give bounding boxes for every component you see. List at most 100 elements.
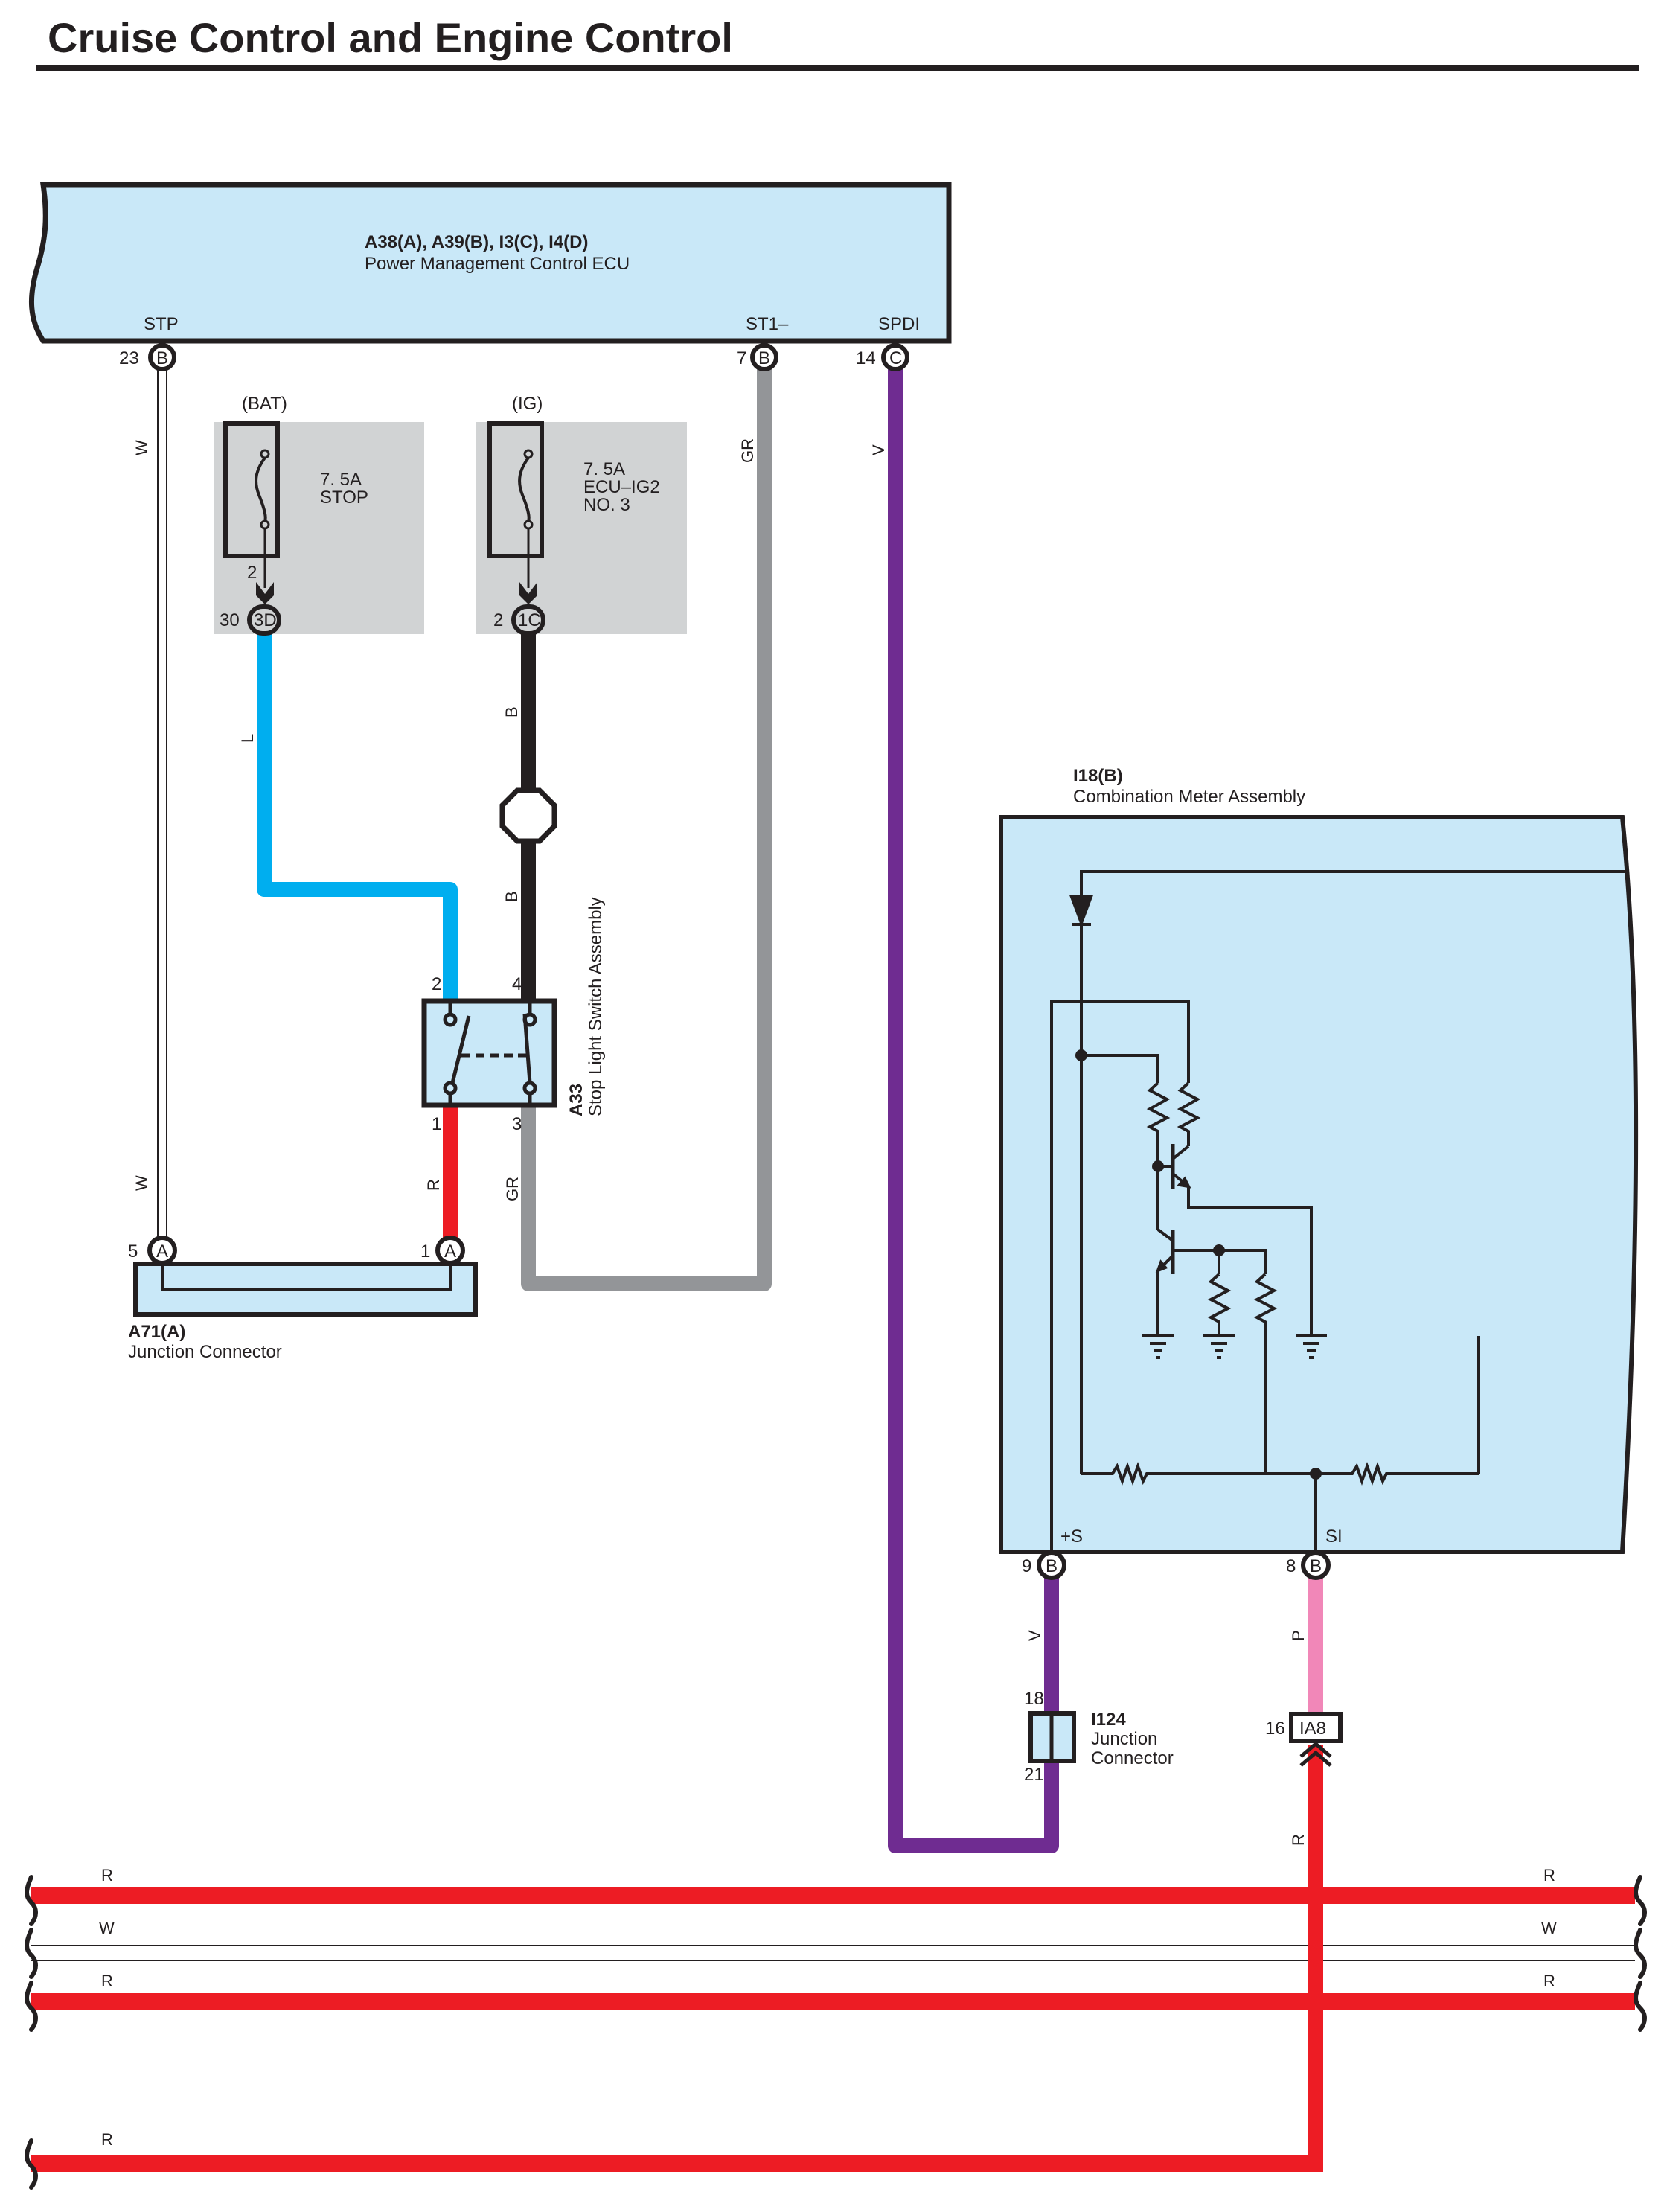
bus-wire-r-1 <box>31 1887 1635 1904</box>
connector-letter: B <box>1046 1556 1058 1576</box>
chevron-icon <box>1299 1741 1332 1758</box>
meter-code: I18(B) <box>1073 766 1123 786</box>
ecu-terminal-spdi: SPDI <box>878 314 920 334</box>
ecu-box <box>29 182 952 344</box>
fuse-out-pin: 2 <box>247 563 257 583</box>
junction-pin-5 <box>147 1236 177 1265</box>
ecu-pin-st1[interactable]: B 7 <box>737 343 778 371</box>
inline-connector-box <box>1289 1712 1343 1743</box>
junction-bus <box>161 1258 452 1291</box>
junction-name-2: Connector <box>1091 1748 1174 1768</box>
splice-octagon <box>499 787 557 844</box>
junction-name-1: Junction <box>1091 1729 1157 1749</box>
bus-label-left-4: R <box>101 2130 113 2149</box>
junction-i124[interactable]: 18 21 I124 Junction Connector <box>1024 1689 1174 1785</box>
wire-label-gr-top: GR <box>738 438 757 463</box>
fuse-name: STOP <box>320 488 368 508</box>
fuse-icon <box>255 449 274 604</box>
wire-w-stp[interactable] <box>157 365 167 1239</box>
meter-terminal-si: SI <box>1325 1527 1343 1547</box>
ecu-terminal-stp: STP <box>144 314 179 334</box>
bus-wire-r-2 <box>31 1993 1635 2010</box>
switch-contacts-icon <box>443 1001 537 1105</box>
wire-v-spdi[interactable] <box>888 365 1059 1853</box>
bus-label-left-1: R <box>101 1866 113 1885</box>
wire-label-r: R <box>424 1179 443 1191</box>
wire-label-b-top: B <box>502 706 521 717</box>
title-rule <box>36 65 1639 71</box>
fuse-ecu-ig2[interactable]: (IG) 7. 5A ECU–IG2 NO. 3 1C 2 <box>476 394 687 636</box>
power-management-ecu[interactable]: A38(A), A39(B), I3(C), I4(D) Power Manag… <box>29 182 952 344</box>
wire-l[interactable] <box>257 633 458 999</box>
switch-pin-1: 1 <box>432 1114 441 1134</box>
chevron-icon <box>1299 1750 1332 1767</box>
fuse-block-bg <box>214 422 424 634</box>
fuse-icon <box>518 449 537 604</box>
junction-code: I124 <box>1091 1710 1126 1730</box>
fuse-rating: 7. 5A <box>583 459 625 479</box>
pin-number: 1 <box>420 1241 430 1262</box>
junction-pin-top: 18 <box>1024 1689 1044 1709</box>
ecu-name: Power Management Control ECU <box>365 254 630 274</box>
wire-label-gr-bottom: GR <box>503 1177 522 1201</box>
junction-code: A71(A) <box>128 1322 185 1342</box>
meter-box <box>999 815 1639 1554</box>
jb-connector-3d <box>247 604 281 636</box>
bus-label-left-2: W <box>99 1919 115 1937</box>
break-marks <box>25 1875 1647 2190</box>
bus-label-right-2: W <box>1541 1919 1557 1937</box>
jb-connector-3d-label: 3D <box>254 610 277 630</box>
jb-connector-1c-label: 1C <box>518 610 541 630</box>
switch-code: A33 <box>566 1084 586 1116</box>
bus-wires[interactable] <box>31 1887 1635 2172</box>
pin-number: 5 <box>128 1241 138 1262</box>
ecu-pin-stp[interactable]: B 23 <box>119 343 176 371</box>
wire-label-w-top: W <box>132 440 151 455</box>
connector-letter: C <box>889 348 902 368</box>
inline-connector-code: IA8 <box>1299 1719 1326 1739</box>
meter-internal-circuit <box>1050 870 1626 1552</box>
switch-pin-3: 3 <box>512 1114 522 1134</box>
jb-pin-2: 2 <box>493 610 503 630</box>
combination-meter[interactable]: I18(B) Combination Meter Assembly <box>999 766 1639 1554</box>
switch-pin-4: 4 <box>512 974 522 994</box>
page-title: Cruise Control and Engine Control <box>48 14 733 61</box>
stop-light-switch[interactable]: 2 4 1 3 A33 Stop Light Switch Assembly <box>421 897 606 1134</box>
connector-letter: A <box>444 1241 456 1262</box>
fuse-name: ECU–IG2 <box>583 477 660 497</box>
wire-label-v-meter: V <box>1026 1630 1044 1641</box>
junction-pin-1 <box>435 1236 465 1265</box>
wire-label-w-bottom: W <box>132 1175 151 1191</box>
inline-connector-ia8[interactable]: IA8 16 <box>1265 1712 1343 1767</box>
fuse-frame <box>223 421 280 558</box>
junction-pin-bottom: 21 <box>1024 1765 1044 1785</box>
connector-letter: B <box>1310 1556 1322 1576</box>
inline-connector-pin: 16 <box>1265 1719 1285 1739</box>
wire-label-v-top: V <box>869 444 888 455</box>
fuse-source-ig: (IG) <box>512 394 543 414</box>
switch-pin-2: 2 <box>432 974 441 994</box>
wire-label-l: L <box>238 734 257 743</box>
wire-label-p: P <box>1289 1630 1308 1641</box>
jb-connector-1c <box>511 604 545 636</box>
connector-letter: A <box>156 1241 168 1262</box>
pin-number: 7 <box>737 348 746 368</box>
fuse-rating: 7. 5A <box>320 470 362 490</box>
meter-terminal-plus-s: +S <box>1060 1527 1083 1547</box>
junction-a71[interactable]: A 5 A 1 A71(A) Junction Connector <box>128 1236 478 1362</box>
switch-name: Stop Light Switch Assembly <box>586 897 606 1116</box>
meter-pin-si[interactable]: B 8 <box>1286 1550 1331 1580</box>
pin-number: 8 <box>1286 1556 1296 1576</box>
fuse-block-bg <box>476 422 687 634</box>
wire-gr[interactable] <box>521 365 772 1291</box>
fuse-stop[interactable]: (BAT) 7. 5A STOP 2 3D 30 <box>214 394 424 636</box>
meter-pin-plus-s[interactable]: B 9 <box>1022 1550 1066 1580</box>
bus-label-right-3: R <box>1543 1972 1555 1990</box>
fuse-source-bat: (BAT) <box>242 394 287 414</box>
ecu-pin-spdi[interactable]: C 14 <box>856 343 909 371</box>
jb-pin-30: 30 <box>220 610 240 630</box>
ecu-terminal-st1: ST1– <box>746 314 789 334</box>
wire-r-ia8[interactable] <box>1308 1745 1323 2172</box>
connector-letter: B <box>758 348 770 368</box>
